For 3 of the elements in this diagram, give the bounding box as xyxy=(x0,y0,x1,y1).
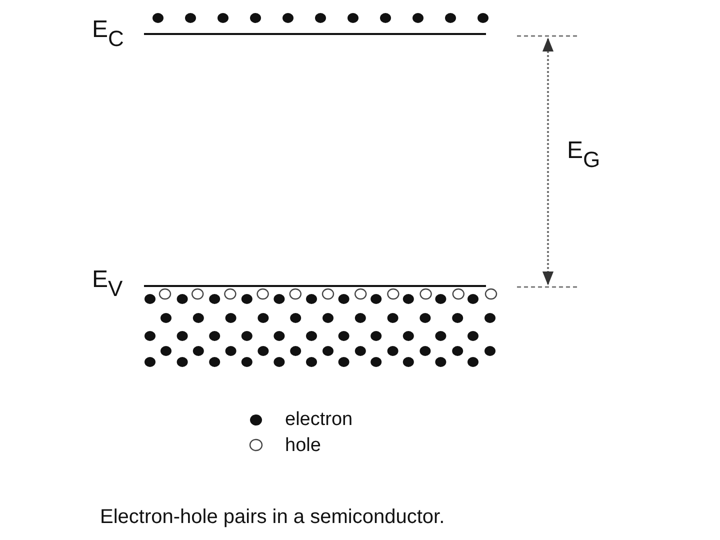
legend-label: hole xyxy=(285,436,321,455)
caption: Electron-hole pairs in a semiconductor. xyxy=(100,507,445,527)
legend-label: electron xyxy=(285,410,353,429)
